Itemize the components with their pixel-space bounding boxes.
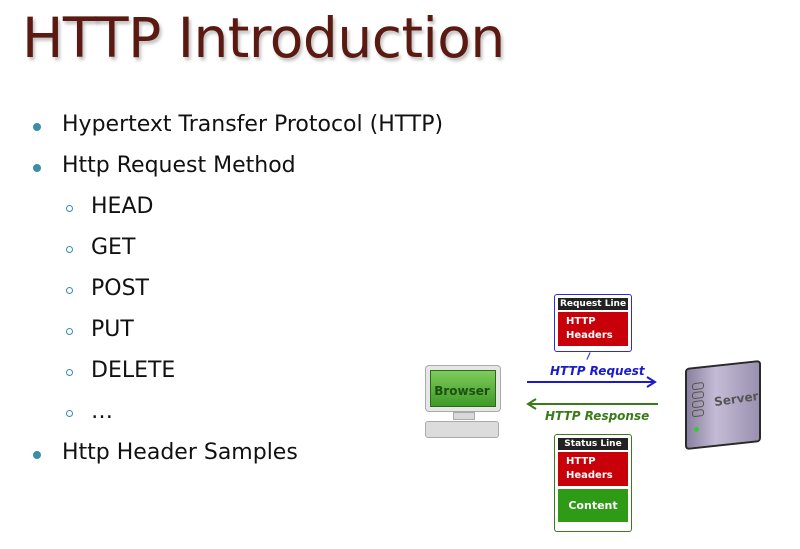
bullet-dot <box>33 123 41 131</box>
request-message-box: Request Line HTTP Headers <box>554 294 632 352</box>
response-headers-label: HTTP Headers <box>558 452 628 486</box>
sub-bullet-item: PUT <box>91 317 134 342</box>
http-request-label: HTTP Request <box>550 364 645 378</box>
bullet-dot <box>33 451 41 459</box>
request-arrow-icon <box>527 376 657 388</box>
request-headers-label: HTTP Headers <box>558 312 628 346</box>
slide-title: HTTP Introduction <box>22 6 505 70</box>
sub-bullet-item: … <box>91 399 113 424</box>
sub-bullet-ring <box>66 205 73 212</box>
bullet-item: Hypertext Transfer Protocol (HTTP) <box>62 112 444 137</box>
sub-bullet-ring <box>66 369 73 376</box>
status-line-label: Status Line <box>558 438 628 450</box>
response-arrow-icon <box>526 398 658 410</box>
bullet-item: Http Request Method <box>62 153 296 178</box>
sub-bullet-item: HEAD <box>91 194 154 219</box>
sub-bullet-item: DELETE <box>91 358 176 383</box>
request-line-label: Request Line <box>558 298 628 310</box>
sub-bullet-ring <box>66 246 73 253</box>
sub-bullet-ring <box>66 287 73 294</box>
sub-bullet-ring <box>66 328 73 335</box>
sub-bullet-item: GET <box>91 235 136 260</box>
sub-bullet-ring <box>66 410 73 417</box>
browser-label: Browser <box>434 384 490 398</box>
response-message-box: Status Line HTTP Headers Content <box>554 434 632 532</box>
content-label: Content <box>558 489 628 522</box>
http-response-label: HTTP Response <box>545 409 650 423</box>
sub-bullet-item: POST <box>91 276 149 301</box>
bullet-item: Http Header Samples <box>62 440 298 465</box>
computer-icon <box>423 365 503 445</box>
bullet-dot <box>33 164 41 172</box>
